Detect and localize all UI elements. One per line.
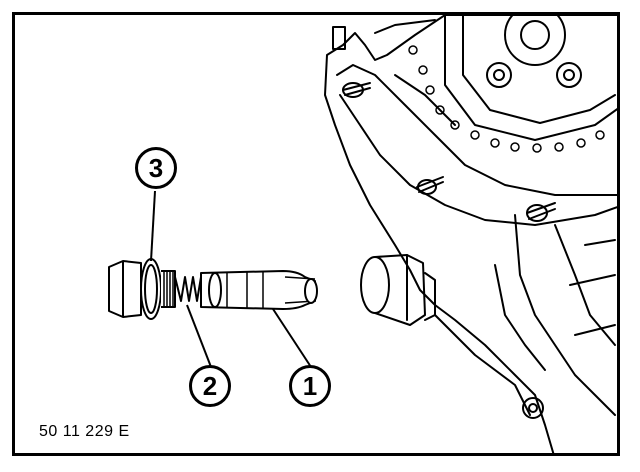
block-bolts [332, 26, 556, 419]
callout-1: 1 [289, 365, 331, 407]
callout-2: 2 [189, 365, 231, 407]
callout-3-label: 3 [148, 152, 164, 183]
callout-3: 3 [135, 147, 177, 189]
leader-lines [150, 190, 312, 368]
engine-block [324, 15, 617, 453]
plug-hex [108, 260, 142, 318]
chain-tensioner [108, 258, 318, 320]
engine-illustration [108, 15, 617, 453]
callout-1-label: 1 [302, 370, 318, 401]
sprocket [486, 15, 582, 88]
timing-chain [408, 45, 605, 153]
tensioner-bore [360, 254, 436, 326]
figure-reference: 50 11 229 E [39, 423, 130, 440]
callout-2-label: 2 [202, 370, 218, 401]
diagram-frame: 3 2 1 50 11 229 E [12, 12, 620, 456]
spring [174, 276, 202, 302]
